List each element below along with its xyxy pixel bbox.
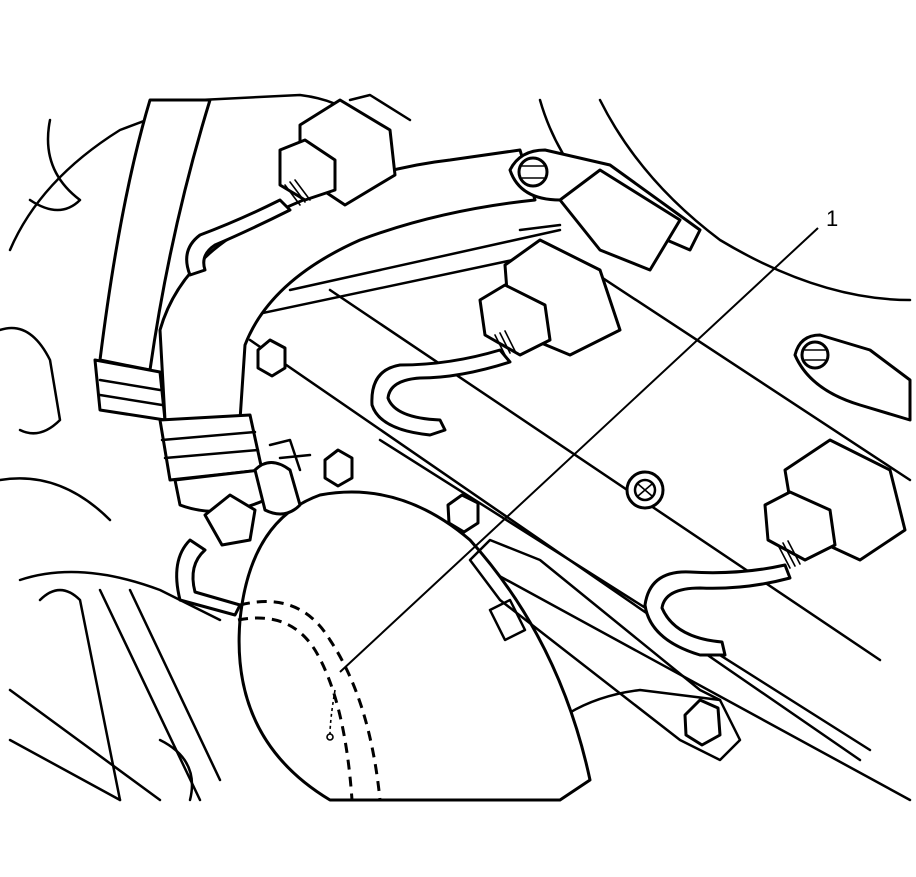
bracket <box>468 538 742 762</box>
harness-wire-upper-left <box>185 198 292 277</box>
callout-leader-line <box>339 227 819 673</box>
coil-connector-upper-left <box>278 93 412 207</box>
inline-connector <box>175 493 257 617</box>
coil-connector-middle <box>478 148 702 357</box>
coil-connector-right <box>763 333 912 569</box>
harness-wire-middle <box>370 348 512 437</box>
engine-block-outline <box>0 93 912 802</box>
mounting-bolt <box>446 493 480 534</box>
hose-clamp <box>253 438 312 516</box>
coolant-hose-left <box>93 98 212 422</box>
mounting-bolt <box>625 470 665 510</box>
mounting-bolt <box>256 338 287 378</box>
harness-wire-right <box>643 563 792 657</box>
mounting-bolt <box>323 448 354 488</box>
callout-label: 1 <box>826 206 838 231</box>
wiring-harness-under-hose <box>237 600 382 801</box>
mounting-bolt <box>683 698 722 747</box>
